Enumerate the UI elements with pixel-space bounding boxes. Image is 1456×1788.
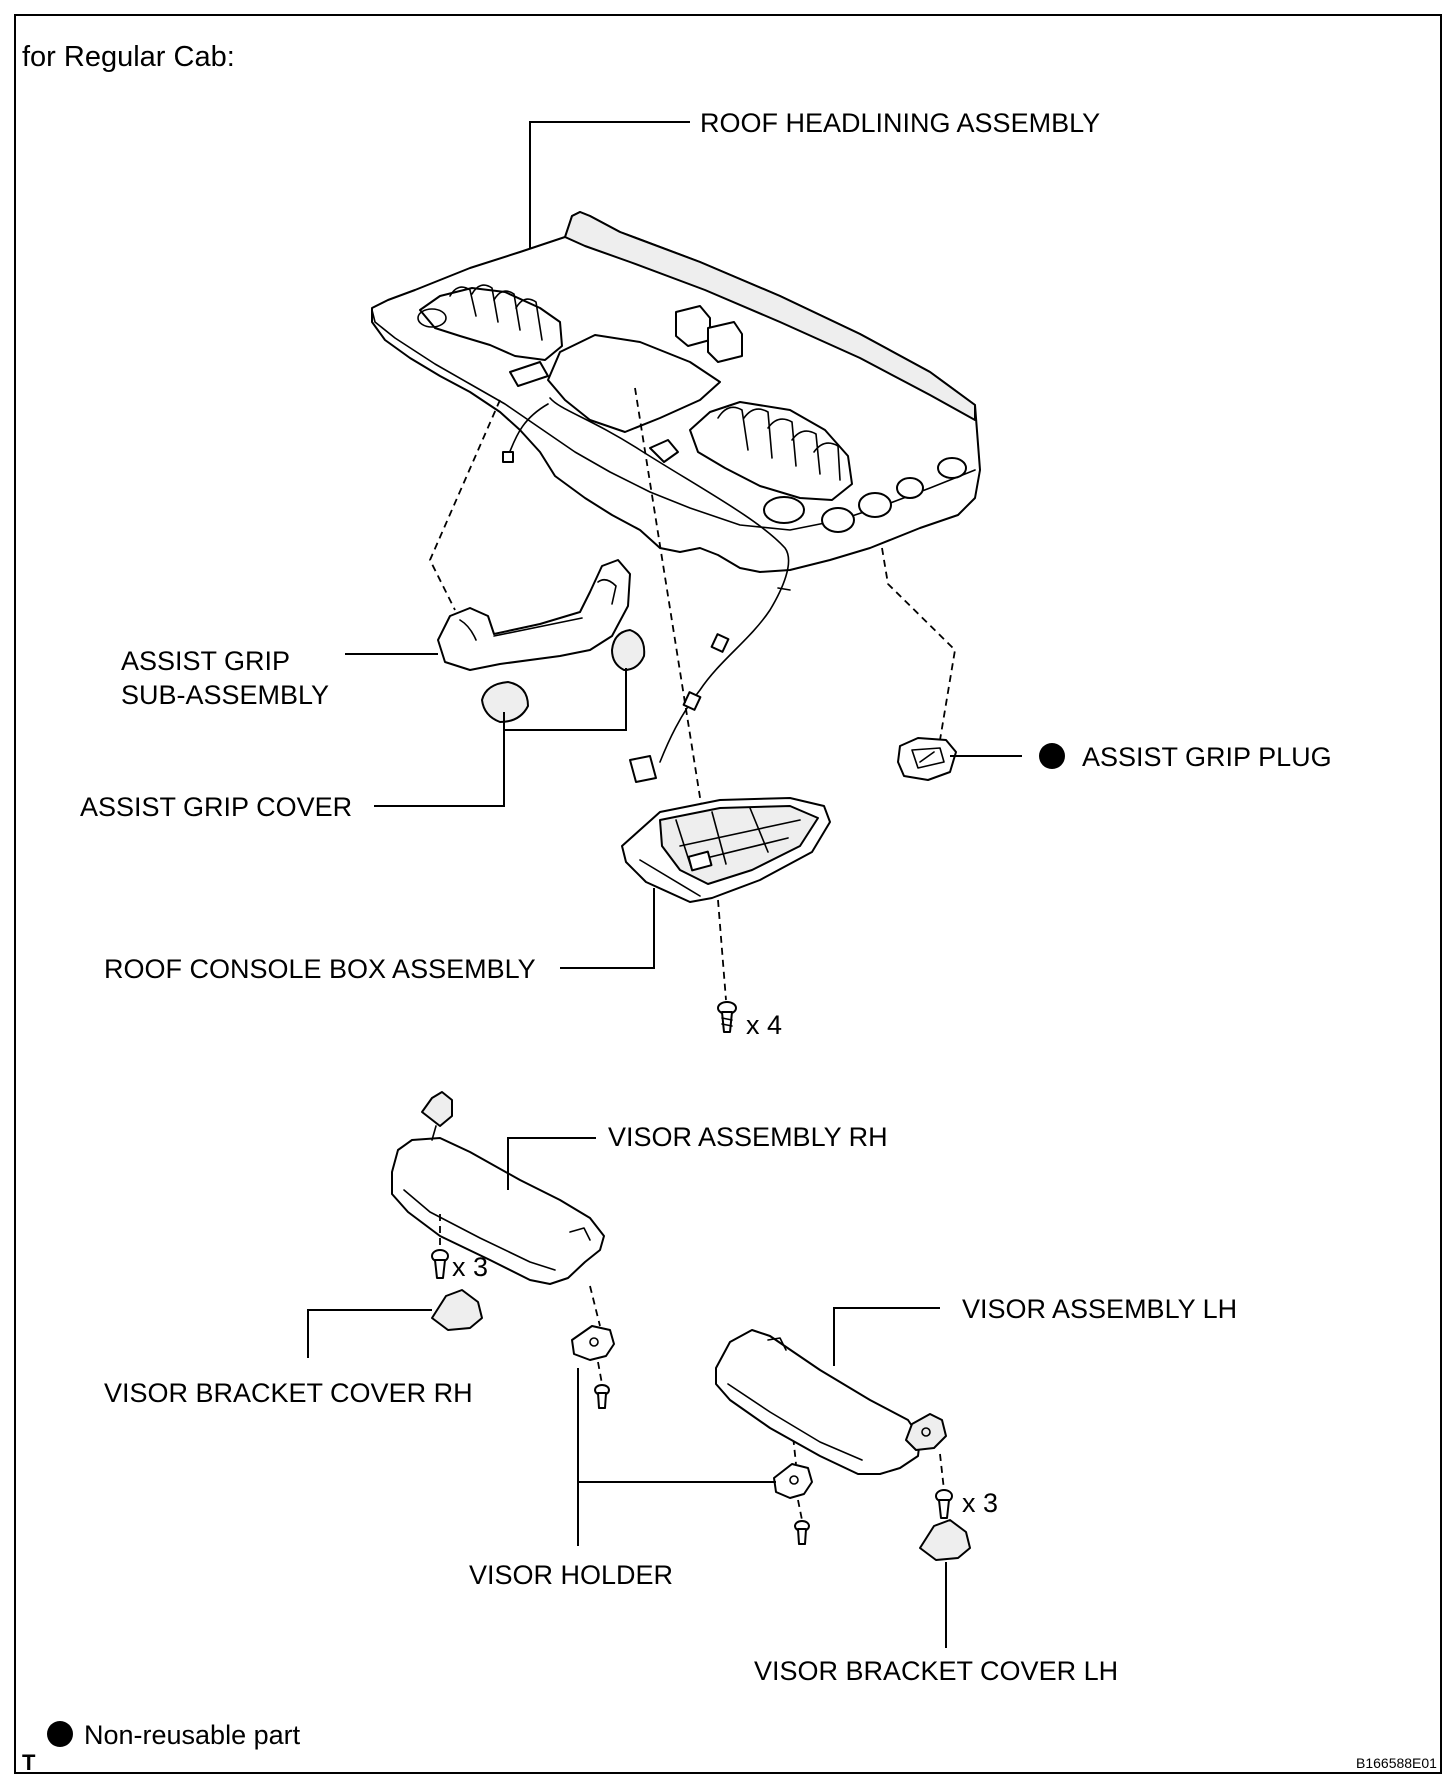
label-assist-grip-plug: ASSIST GRIP PLUG	[1082, 742, 1332, 772]
legend-non-reusable-icon	[47, 1721, 73, 1747]
label-roof-console-box: ROOF CONSOLE BOX ASSEMBLY	[104, 954, 536, 984]
label-visor-rh-screw-qty: x 3	[452, 1252, 488, 1282]
label-assist-grip-line2: SUB-ASSEMBLY	[121, 680, 329, 710]
console-screw-line	[717, 899, 727, 1001]
roof-console-box-leader	[560, 888, 655, 969]
visor-holder-leader	[577, 1368, 776, 1546]
assist-grip-drawing	[437, 559, 631, 671]
non-reusable-marker-icon	[1039, 743, 1065, 769]
visor-lh-screw-line	[939, 1453, 945, 1491]
visor-holder-rh-line	[589, 1285, 601, 1327]
grip-plug-install-line	[881, 547, 956, 741]
label-roof-headlining: ROOF HEADLINING ASSEMBLY	[700, 108, 1100, 138]
corner-letter: T	[22, 1750, 36, 1775]
label-visor-rh: VISOR ASSEMBLY RH	[608, 1122, 888, 1152]
visor-rh-leader	[507, 1137, 596, 1190]
visor-rh-drawing	[391, 1091, 605, 1285]
visor-bracket-cover-rh-shape	[431, 1289, 483, 1331]
label-visor-bracket-cover-rh: VISOR BRACKET COVER RH	[104, 1378, 473, 1408]
console-screw-icon	[717, 1001, 737, 1033]
assist-grip-plug-drawing	[897, 737, 957, 781]
visor-lh-drawing	[715, 1329, 947, 1475]
label-assist-grip-cover: ASSIST GRIP COVER	[80, 792, 352, 822]
roof-console-box-drawing	[621, 797, 831, 903]
visor-holder-lh-screw-line	[797, 1499, 803, 1521]
visor-holder-rh-screw-icon	[594, 1384, 610, 1409]
visor-holder-lh-drawing	[773, 1463, 813, 1499]
assist-grip-install-line	[429, 399, 501, 611]
label-assist-grip-line1: ASSIST GRIP	[121, 646, 290, 676]
label-visor-lh: VISOR ASSEMBLY LH	[962, 1294, 1237, 1324]
assist-grip-cover-left	[481, 681, 529, 723]
visor-rh-screw-icon	[431, 1249, 449, 1279]
visor-holder-lh-screw-icon	[794, 1520, 810, 1545]
label-visor-lh-screw-qty: x 3	[962, 1488, 998, 1518]
label-visor-holder: VISOR HOLDER	[469, 1560, 673, 1590]
legend-non-reusable-text: Non-reusable part	[84, 1720, 301, 1750]
label-console-screw-qty: x 4	[746, 1010, 782, 1040]
roof-headlining-leader	[529, 121, 690, 248]
figure-code: B166588E01	[1356, 1755, 1437, 1771]
visor-lh-screw-icon	[935, 1489, 953, 1519]
visor-holder-rh-drawing	[571, 1325, 615, 1361]
assist-grip-cover-right	[611, 629, 646, 671]
roof-headlining-drawing	[371, 211, 981, 783]
assist-grip-cover-leader	[374, 668, 627, 807]
visor-holder-rh-screw-line	[597, 1361, 603, 1385]
diagram-title: for Regular Cab:	[22, 41, 235, 73]
visor-lh-leader	[833, 1307, 940, 1366]
label-visor-bracket-cover-lh: VISOR BRACKET COVER LH	[754, 1656, 1118, 1686]
visor-bracket-cover-rh-leader	[307, 1309, 432, 1358]
visor-bracket-cover-lh-shape	[919, 1519, 971, 1561]
